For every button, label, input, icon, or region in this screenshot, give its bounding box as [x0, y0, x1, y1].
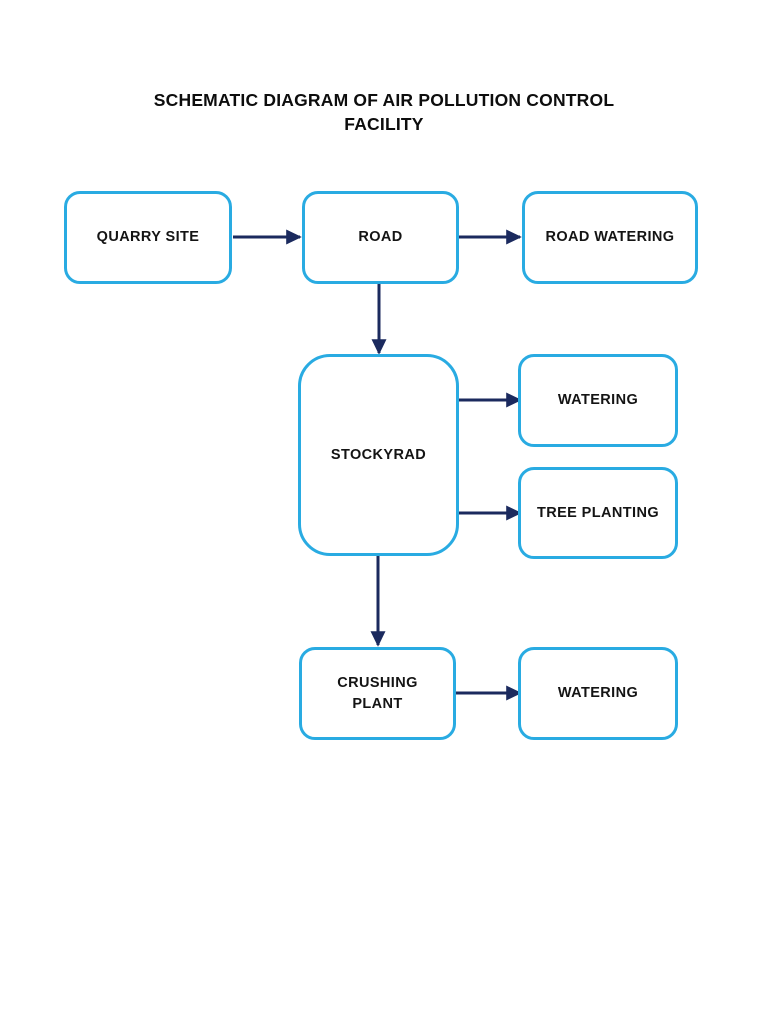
node-watering-crushing[interactable]: WATERING: [518, 647, 678, 740]
node-watering-stockyard[interactable]: WATERING: [518, 354, 678, 447]
page-title: SCHEMATIC DIAGRAM OF AIR POLLUTION CONTR…: [153, 90, 615, 134]
node-stockyard[interactable]: STOCKYRAD: [298, 354, 459, 556]
node-road[interactable]: ROAD: [302, 191, 459, 284]
node-tree-planting[interactable]: TREE PLANTING: [518, 467, 678, 559]
node-quarry-site[interactable]: QUARRY SITE: [64, 191, 232, 284]
node-crushing-plant[interactable]: CRUSHING PLANT: [299, 647, 456, 740]
node-road-watering[interactable]: ROAD WATERING: [522, 191, 698, 284]
